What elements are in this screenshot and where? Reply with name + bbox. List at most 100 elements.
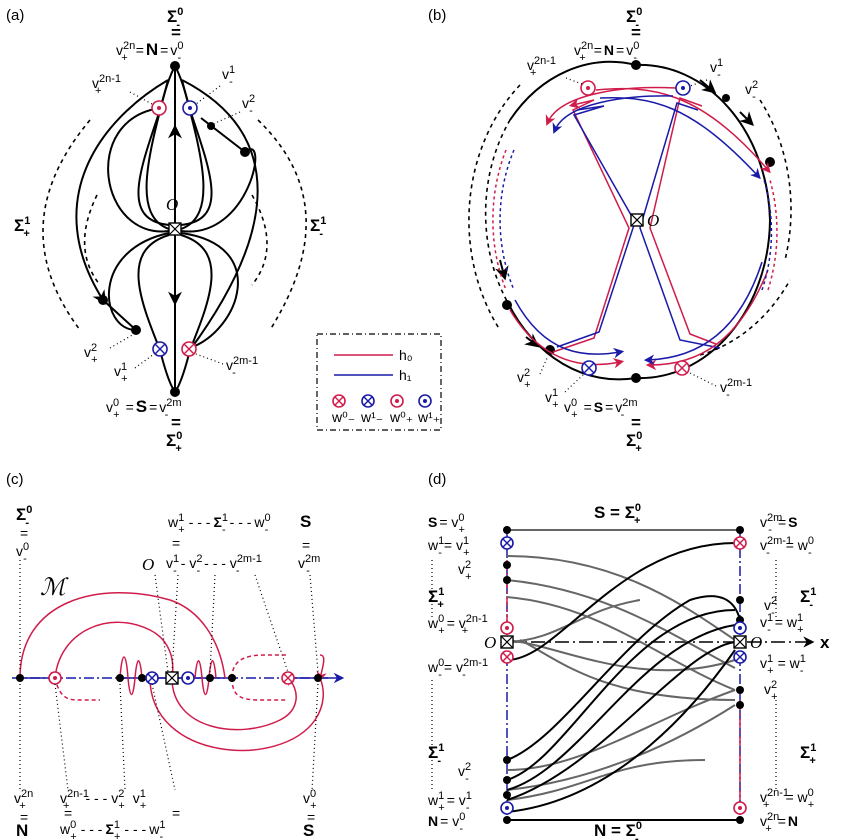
panel-c-manifold: ℳ	[40, 573, 69, 601]
svg-text:v2-: v2-	[458, 761, 471, 785]
svg-text:=: =	[64, 805, 72, 821]
panel-a-v-m2: v2-	[242, 93, 255, 117]
svg-text:w0+- - -Σ1+- - -w1-: w0+- - -Σ1+- - -w1-	[59, 819, 165, 840]
svg-text:v2n+=N: v2n+=N	[760, 811, 798, 835]
panel-b-w0plus-marker	[580, 80, 596, 96]
svg-text:Σ1-: Σ1-	[800, 586, 816, 611]
svg-text:w1+- - -Σ1-- - -w0-: w1+- - -Σ1-- - -w0-	[167, 512, 271, 536]
svg-text:w0-= v2m-1-: w0-= v2m-1-	[427, 657, 488, 681]
panel-b-v-p2: v2+	[517, 367, 531, 391]
panel-b-top-sigma: Σ0-	[626, 6, 642, 31]
svg-text:v2n-1+- - -v2+v1+: v2n-1+- - -v2+v1+	[60, 788, 146, 812]
panel-b-w1minus-marker	[581, 360, 597, 376]
panel-d-left-w1plus	[500, 801, 514, 815]
panel-c-w1minus-marker	[145, 671, 159, 685]
panel-d-right-w1plus	[733, 621, 747, 635]
panel-a-label: (a)	[6, 7, 24, 24]
panel-b: (b) Σ0- = v2n+=N=v0-	[428, 6, 792, 455]
panel-c-top-left-sigma: Σ0-	[16, 504, 32, 529]
svg-text:=: =	[171, 413, 181, 432]
panel-a-v-m1: v1-	[222, 64, 235, 88]
legend-w0-label: w⁰₋	[331, 409, 355, 425]
svg-text:v2n-1+= w0+: v2n-1+= w0+	[760, 787, 814, 811]
panel-b-v-m2: v2-	[745, 79, 758, 103]
svg-text:Σ1+: Σ1+	[800, 742, 816, 767]
legend-h1-label: h₁	[399, 367, 412, 383]
svg-text:N= v0-: N= v0-	[428, 811, 465, 835]
svg-text:=: =	[171, 23, 181, 42]
svg-text:v1-- v2-- - - v2m-1-: v1-- v2-- - - v2m-1-	[166, 553, 262, 577]
panel-a-sigma-plus: Σ1+	[14, 215, 30, 240]
panel-c-w0minus-marker	[281, 671, 295, 685]
svg-text:=: =	[172, 535, 180, 551]
panel-d-origin-right-label: O	[750, 633, 762, 652]
svg-text:=: =	[172, 805, 180, 821]
panel-c-bottom-S: S	[303, 821, 314, 840]
panel-b-origin-label: O	[647, 211, 659, 230]
panel-a-bottom-sigma: Σ0+	[166, 430, 182, 455]
legend-w0-icon	[332, 394, 346, 408]
panel-d-bottom-center: N = Σ0-	[594, 820, 642, 840]
panel-d-right-w0plus	[733, 801, 747, 815]
legend-box	[316, 333, 442, 431]
panel-c: (c) Σ0- = v0- ℳ w1+- - -Σ1-- - -w0- S = …	[6, 471, 345, 840]
legend: h₀ h₁ w⁰₋ w¹₋ w⁰₊ w¹₊	[316, 333, 442, 431]
svg-text:S= v0+: S= v0+	[428, 512, 465, 536]
panel-d-right-w0minus	[733, 536, 747, 550]
panel-d-origin-left-label: O	[484, 633, 496, 652]
legend-w1m-icon	[361, 394, 375, 408]
panel-b-circle	[507, 60, 772, 381]
svg-text:=: =	[631, 413, 641, 432]
panel-a-origin-label: O	[166, 195, 178, 214]
svg-text:v1-= w1+: v1-= w1+	[760, 612, 804, 636]
svg-text:v2m-=S: v2m-=S	[760, 512, 797, 536]
svg-text:=: =	[302, 537, 310, 553]
panel-d: (d) S = Σ0+ N = Σ0- x	[427, 471, 830, 840]
svg-text:=: =	[307, 809, 315, 825]
svg-text:v1+= w1-: v1+= w1-	[760, 653, 806, 677]
panel-d-x-label: x	[820, 633, 830, 652]
panel-c-w1plus-marker	[181, 671, 195, 685]
panel-b-w0minus-marker	[674, 360, 690, 376]
panel-a: (a) Σ0- = v2n+=N=v0- O	[6, 6, 326, 455]
panel-d-label: (d)	[428, 471, 446, 488]
svg-text:Σ1-: Σ1-	[428, 742, 444, 767]
panel-a-v-p1: v1+	[114, 361, 128, 385]
legend-h0-label: h₀	[399, 347, 413, 363]
panel-b-v-p1: v1+	[545, 387, 559, 411]
panel-a-w0minus-marker	[181, 341, 197, 357]
legend-w1p-label: w¹₊	[417, 409, 440, 425]
panel-d-left-w1minus	[500, 536, 514, 550]
panel-c-w0plus-marker	[48, 671, 62, 685]
panel-b-v-2n1: v2n-1+	[527, 55, 556, 79]
panel-a-v-p2: v2+	[84, 342, 98, 366]
panel-b-w1plus-marker	[675, 80, 691, 96]
svg-text:v0+=S=v2m-: v0+=S=v2m-	[564, 397, 638, 421]
svg-text:=: =	[20, 809, 28, 825]
panel-c-bottom-N: N	[16, 821, 28, 840]
svg-text:v2m-: v2m-	[298, 553, 320, 577]
svg-text:v2+: v2+	[764, 679, 778, 703]
panel-c-top-S: S	[300, 512, 311, 531]
svg-text:Σ1+: Σ1+	[428, 586, 444, 611]
panel-b-label: (b)	[428, 7, 446, 24]
panel-d-right-w1minus	[733, 650, 747, 664]
panel-a-bottom-eq: v0+=S=v2m-	[106, 397, 182, 421]
svg-text:v2m-1-= w0-: v2m-1-= w0-	[760, 535, 814, 559]
svg-text:v2+: v2+	[458, 559, 472, 583]
panel-a-w1minus-marker	[152, 341, 168, 357]
panel-a-top-sigma: Σ0-	[167, 6, 183, 31]
panel-c-origin-label: O	[142, 555, 154, 574]
legend-w1m-label: w¹₋	[360, 409, 383, 425]
panel-c-top-left-v: v0-	[16, 541, 29, 565]
svg-text:w0+= v2n-1+: w0+= v2n-1+	[427, 613, 488, 637]
svg-text:v2n+=N=v0-: v2n+=N=v0-	[574, 40, 639, 64]
panel-d-left-w0minus	[500, 650, 514, 664]
svg-text:=: =	[631, 23, 641, 42]
legend-w0p-icon	[390, 394, 404, 408]
legend-w0p-label: w⁰₊	[389, 409, 413, 425]
legend-w1p-icon	[418, 394, 432, 408]
svg-text:=: =	[20, 525, 28, 541]
